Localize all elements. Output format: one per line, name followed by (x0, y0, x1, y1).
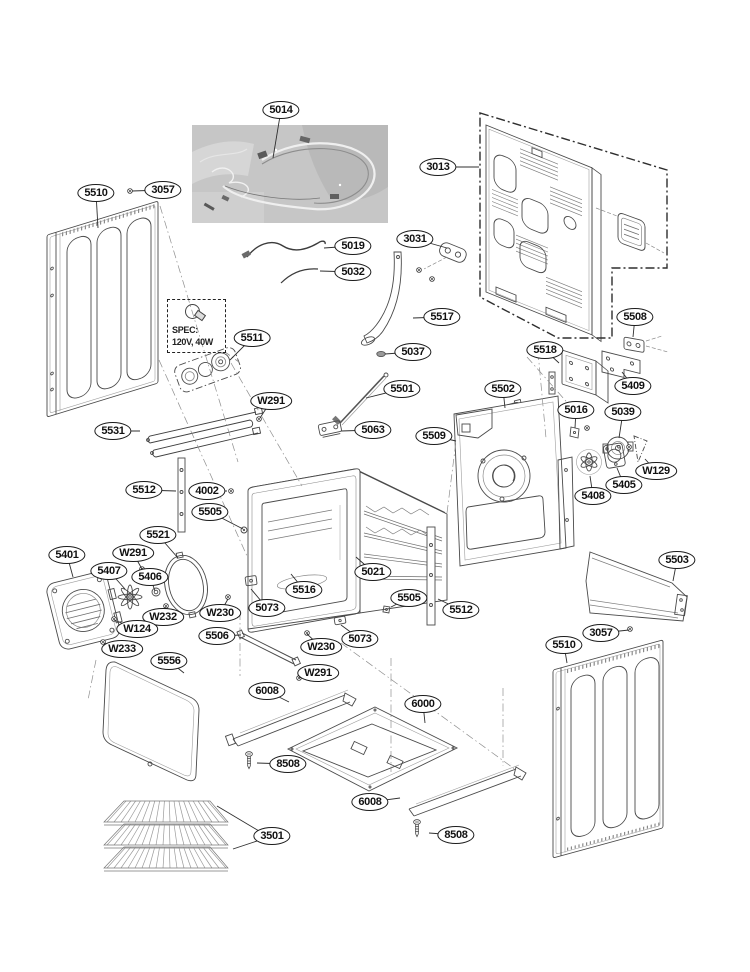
part-callout-5503: 5503 (658, 551, 696, 569)
part-callout-W124: W124 (116, 620, 158, 638)
part-callout-5014: 5014 (262, 101, 300, 119)
part-callout-W230: W230 (199, 604, 241, 622)
fan-blade-5408 (576, 449, 602, 475)
part-callout-5516: 5516 (285, 581, 323, 599)
part-callout-8508: 8508 (269, 755, 307, 773)
back-panel-exploded-boundary (479, 112, 668, 339)
part-callout-5505: 5505 (390, 589, 428, 607)
trim-5503 (585, 551, 688, 622)
back-panel (485, 124, 602, 343)
part-callout-5556: 5556 (150, 652, 188, 670)
part-callout-5039: 5039 (604, 403, 642, 421)
part-callout-W129: W129 (635, 462, 677, 480)
part-callout-5408: 5408 (574, 487, 612, 505)
base-pan (286, 706, 459, 792)
light-bulb-assembly (174, 347, 241, 393)
part-callout-W230: W230 (300, 638, 342, 656)
part-callout-W233: W233 (101, 640, 143, 658)
oven-sensor-5501 (332, 372, 389, 426)
rear-cavity-panel (453, 395, 575, 567)
wire-5032 (280, 268, 319, 284)
wire-5019 (241, 240, 326, 259)
clip-5016 (569, 426, 580, 439)
bracket-3031 (423, 242, 467, 270)
part-callout-5401: 5401 (48, 546, 86, 564)
spec-box: SPEC: 120V, 40W (167, 299, 226, 353)
part-callout-5407: 5407 (90, 562, 128, 580)
part-callout-3501: 3501 (253, 827, 291, 845)
part-callout-5518: 5518 (526, 341, 564, 359)
part-callout-5509: 5509 (415, 427, 453, 445)
bracket-5063 (317, 420, 342, 438)
mount-plate-5405 (603, 442, 626, 469)
part-callout-3031: 3031 (396, 230, 434, 248)
part-callout-6008: 6008 (351, 793, 389, 811)
hub-nut-5406 (151, 587, 161, 597)
part-callout-5405: 5405 (605, 476, 643, 494)
rail-5512-right (426, 526, 436, 626)
part-callout-5510: 5510 (545, 636, 583, 654)
corner-bracket-5073 (244, 575, 258, 587)
part-callout-W291: W291 (297, 664, 339, 682)
duct-5517 (360, 251, 402, 346)
part-callout-5016: 5016 (557, 401, 595, 419)
part-callout-5502: 5502 (484, 380, 522, 398)
spec-text-line1: SPEC: (172, 325, 199, 335)
part-callout-5021: 5021 (354, 563, 392, 581)
part-callout-5037: 5037 (394, 343, 432, 361)
part-callout-W291: W291 (250, 392, 292, 410)
part-callout-5506: 5506 (198, 627, 236, 645)
part-callout-5073: 5073 (248, 599, 286, 617)
wiring-harness-photo (192, 125, 388, 223)
bracket-5409 (601, 350, 641, 379)
rail-6008-lower (408, 764, 527, 817)
part-callout-3057: 3057 (144, 181, 182, 199)
convection-ring-5521 (164, 551, 208, 619)
part-callout-3057: 3057 (582, 624, 620, 642)
part-callout-5501: 5501 (383, 380, 421, 398)
convection-cover-5401 (46, 571, 123, 650)
part-callout-8508: 8508 (437, 826, 475, 844)
part-callout-5032: 5032 (334, 263, 372, 281)
part-callout-5511: 5511 (233, 329, 271, 347)
part-callout-5019: 5019 (334, 237, 372, 255)
part-callout-5512: 5512 (125, 481, 163, 499)
part-callout-5505: 5505 (191, 503, 229, 521)
nut-5505-front (382, 605, 391, 614)
part-callout-5512: 5512 (442, 601, 480, 619)
side-panel-right (552, 639, 664, 858)
part-callout-5510: 5510 (77, 184, 115, 202)
part-callout-5063: 5063 (354, 421, 392, 439)
bracket-5518 (548, 349, 609, 404)
rail-5512-left (177, 457, 186, 533)
door-glass (102, 661, 200, 782)
side-panel-left (46, 201, 159, 417)
part-callout-W291: W291 (112, 544, 154, 562)
projection-lines (87, 205, 573, 772)
part-callout-6000: 6000 (404, 695, 442, 713)
part-callout-5508: 5508 (616, 308, 654, 326)
part-callout-5073: 5073 (341, 630, 379, 648)
part-callout-5409: 5409 (614, 377, 652, 395)
part-callout-3013: 3013 (419, 158, 457, 176)
part-callout-W232: W232 (142, 608, 184, 626)
fan-blade-5407 (117, 584, 143, 610)
part-callout-4002: 4002 (188, 482, 226, 500)
part-callout-5406: 5406 (131, 568, 169, 586)
vent-cover (617, 213, 646, 251)
part-callout-5531: 5531 (94, 422, 132, 440)
part-callout-6008: 6008 (248, 682, 286, 700)
spec-text-line2: 120V, 40W (172, 337, 213, 347)
latch-5073-front (333, 615, 347, 626)
rail-6008-upper (224, 689, 357, 747)
part-callout-5521: 5521 (139, 526, 177, 544)
grommet-5505 (240, 526, 248, 534)
part-callout-5517: 5517 (423, 308, 461, 326)
latch-5508 (623, 336, 645, 353)
light-bulb-icon (185, 304, 200, 319)
